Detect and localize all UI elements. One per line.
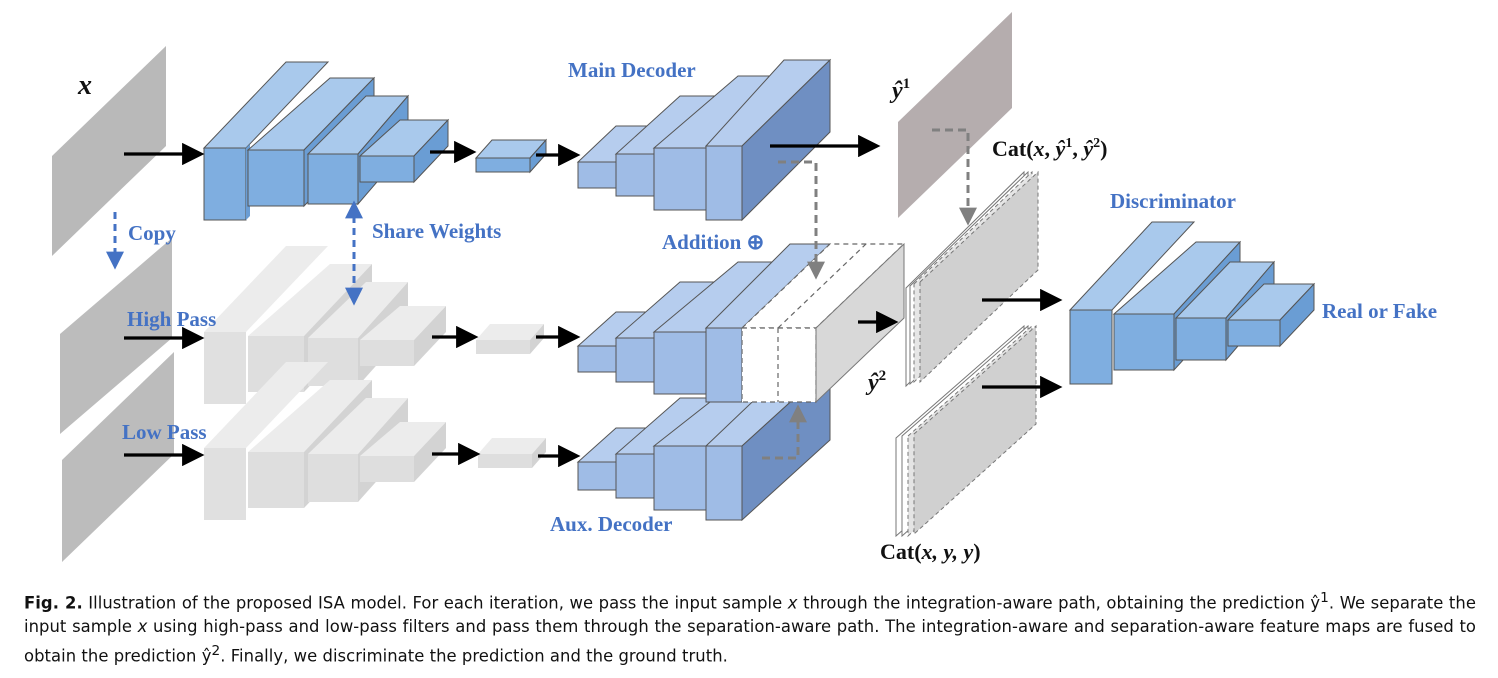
input-plane-low-pass xyxy=(62,352,174,562)
label-copy: Copy xyxy=(128,221,176,245)
cat-pred-stack xyxy=(905,170,1039,388)
high-pass-bottleneck xyxy=(476,324,544,354)
caption-superscript: 2 xyxy=(211,643,221,660)
label-low-pass: Low Pass xyxy=(122,420,207,444)
caption-text: . Finally, we discriminate the predictio… xyxy=(220,646,728,666)
label-y-hat-2: ŷ2 xyxy=(865,368,886,396)
output-plane-y-hat-1 xyxy=(898,12,1012,218)
main-decoder xyxy=(576,58,832,222)
figure-caption: Fig. 2. Illustration of the proposed ISA… xyxy=(24,586,1476,669)
main-encoder xyxy=(202,61,450,221)
caption-superscript: 1 xyxy=(1320,590,1329,606)
caption-figure-label: Fig. 2. xyxy=(24,593,83,613)
high-pass-encoder xyxy=(204,246,446,404)
caption-text: Illustration of the proposed ISA model. … xyxy=(82,593,788,613)
isa-model-diagram: x Copy Share Weights High Pass Low Pass … xyxy=(52,12,1437,564)
label-cat-prediction: Cat(x, ŷ1, ŷ2) xyxy=(992,136,1107,161)
label-discriminator: Discriminator xyxy=(1110,189,1236,213)
input-plane-x xyxy=(52,46,166,256)
label-high-pass: High Pass xyxy=(127,307,216,331)
label-share-weights: Share Weights xyxy=(372,219,501,243)
caption-text: using high-pass and low-pass filters and… xyxy=(24,617,1477,666)
label-addition: Addition ⊕ xyxy=(662,230,764,254)
caption-var: x xyxy=(137,617,148,637)
gray-dashed-arrows xyxy=(762,128,977,460)
caption-text: through the integration-aware path, obta… xyxy=(797,593,1321,613)
label-y-hat-1: ŷ1 xyxy=(889,76,910,104)
cat-gt-stack xyxy=(895,324,1037,538)
discriminator-network xyxy=(1068,221,1316,385)
main-bottleneck xyxy=(474,138,548,174)
caption-text: . We separate the input sample xyxy=(24,593,1476,637)
label-main-decoder: Main Decoder xyxy=(568,58,696,82)
label-x: x xyxy=(77,70,92,101)
blue-dashed-arrows xyxy=(106,200,363,306)
caption-var: x xyxy=(787,593,798,613)
input-plane-high-pass xyxy=(60,238,172,434)
aux-decoder-high xyxy=(576,243,832,403)
low-pass-bottleneck xyxy=(478,438,546,468)
low-pass-encoder xyxy=(204,362,446,520)
flow-arrows xyxy=(124,134,1063,468)
label-real-or-fake: Real or Fake xyxy=(1322,299,1437,323)
label-aux-decoder: Aux. Decoder xyxy=(550,512,672,536)
label-cat-ground-truth: Cat(x, y, y) xyxy=(880,539,981,564)
